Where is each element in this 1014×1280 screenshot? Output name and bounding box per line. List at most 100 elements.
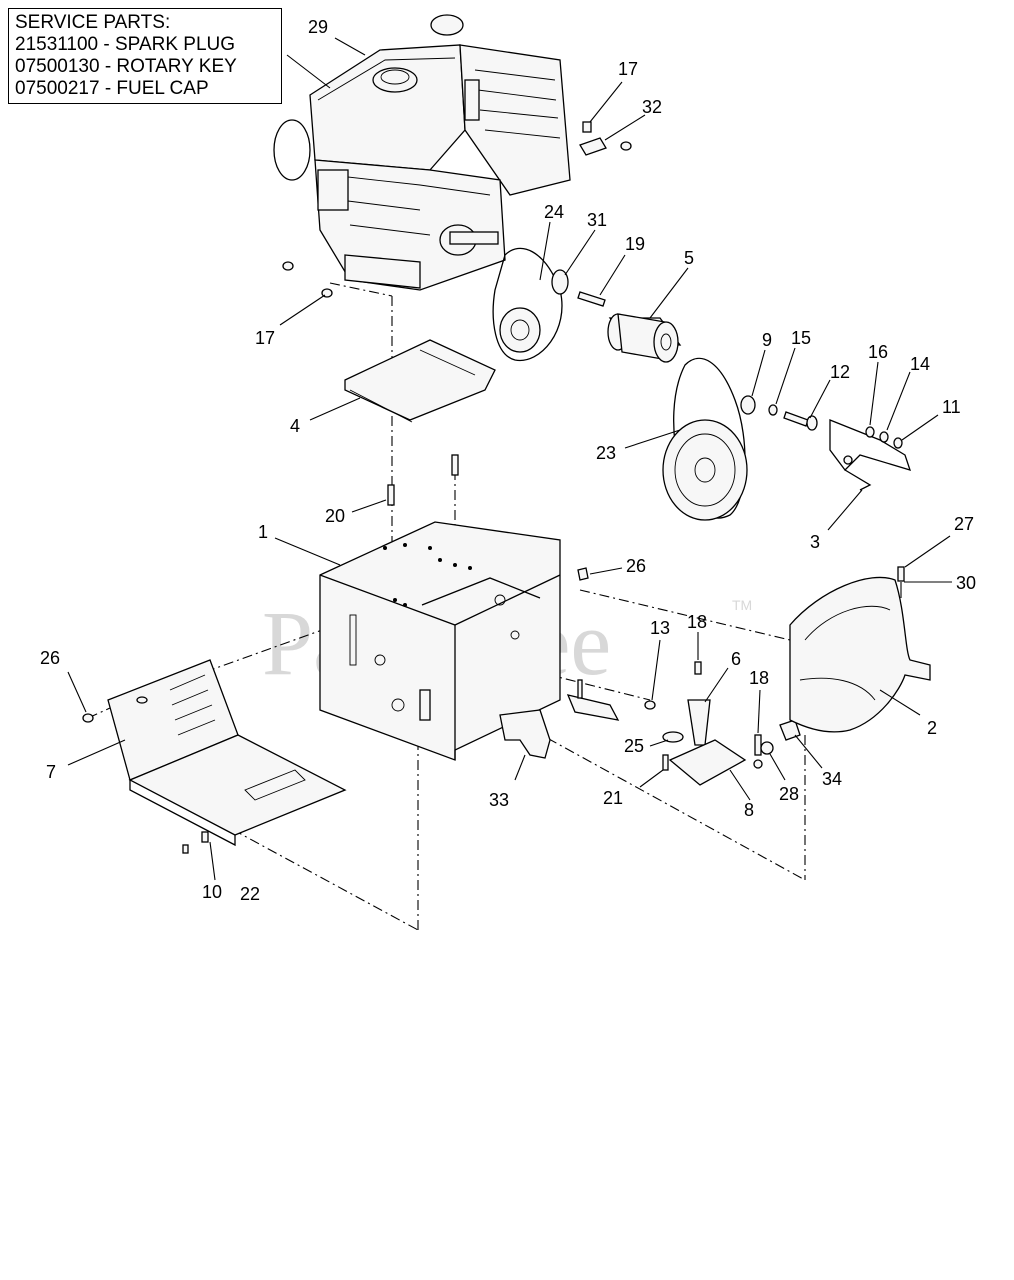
nut-32 — [620, 141, 632, 151]
frame-1-inner — [421, 577, 541, 606]
callout-11: 11 — [942, 397, 961, 417]
bolt-10 — [182, 844, 189, 854]
leader-7 — [67, 739, 126, 766]
bolt-13 — [644, 700, 656, 710]
housing-2-lower-curve — [799, 677, 876, 701]
bolt-20-left — [387, 484, 395, 506]
callout-20: 20 — [325, 506, 345, 526]
frame-hole — [393, 598, 397, 602]
callout-16: 16 — [868, 342, 888, 362]
callout-24: 24 — [544, 202, 564, 222]
idler-arm-assembly — [662, 661, 747, 786]
bracket-3-hole — [843, 455, 853, 465]
callout-leaders — [67, 37, 952, 881]
leader-8 — [729, 769, 751, 801]
callout-29: 29 — [308, 17, 328, 37]
frame-hole — [391, 698, 405, 712]
cover-7-side — [129, 780, 236, 847]
callout-18-lower: 18 — [749, 668, 769, 688]
callout-4: 4 — [290, 416, 300, 436]
engine-ignition — [317, 169, 349, 211]
callout-33: 33 — [489, 790, 509, 810]
leader-20 — [351, 499, 387, 513]
callout-9: 9 — [762, 330, 772, 350]
screw-26-left — [82, 713, 94, 723]
leader-15 — [775, 347, 796, 405]
callout-23: 23 — [596, 443, 616, 463]
callout-21: 21 — [603, 788, 623, 808]
service-part-rotary-key: 07500130 - ROTARY KEY — [15, 56, 237, 77]
leader-9 — [751, 349, 766, 397]
frame-hole — [510, 630, 520, 640]
callout-12: 12 — [830, 362, 850, 382]
belt-24 — [492, 247, 563, 362]
leader-2 — [879, 689, 921, 716]
housing-2-curve — [804, 605, 891, 641]
watermark-tm: TM — [732, 597, 752, 613]
engine-primer — [464, 79, 480, 121]
bolt-17-upper — [582, 121, 592, 133]
bolt-18-lower — [754, 734, 762, 756]
leader-22 — [209, 841, 216, 881]
callout-31: 31 — [587, 210, 607, 230]
callout-3: 3 — [810, 532, 820, 552]
bolt-18-upper — [694, 661, 702, 675]
engine-crankshaft — [449, 231, 499, 245]
cover-7 — [107, 659, 347, 847]
washer-16 — [865, 426, 875, 438]
leader-11 — [901, 414, 939, 441]
leader-34 — [794, 734, 823, 769]
bracket-32 — [579, 137, 607, 156]
callout-19: 19 — [625, 234, 645, 254]
callout-6: 6 — [731, 649, 741, 669]
pin-26-frame — [577, 567, 589, 581]
washer-15 — [768, 404, 778, 416]
nut-28 — [760, 741, 774, 755]
pulley-23-hub — [694, 457, 716, 483]
belt-23-assembly — [662, 357, 748, 521]
leader-12 — [809, 379, 831, 419]
clip-22 — [201, 831, 209, 843]
leader-19 — [599, 254, 626, 296]
frame-hole — [494, 594, 506, 606]
bolt-12-head — [806, 415, 818, 431]
service-part-spark-plug: 21531100 - SPARK PLUG — [15, 34, 236, 55]
leader-33 — [514, 754, 526, 781]
leader-17b — [279, 294, 326, 326]
service-part-fuel-cap: 07500217 - FUEL CAP — [15, 78, 209, 99]
centerline-pivot — [429, 644, 651, 701]
callout-17-upper: 17 — [618, 59, 638, 79]
nut-11 — [893, 437, 903, 449]
callout-26-frame: 26 — [626, 556, 646, 576]
centerline-cover-top — [204, 629, 323, 673]
frame-hole — [374, 654, 386, 666]
plate-13 — [566, 694, 620, 721]
plate-13-post — [577, 679, 583, 699]
washer-18 — [753, 759, 763, 769]
housing-2 — [789, 576, 931, 733]
callout-22: 22 — [240, 884, 260, 904]
cover-7-hole — [136, 696, 148, 704]
engine-filler-neck — [430, 14, 464, 36]
engine-fuel-tank — [309, 44, 466, 171]
frame-hole — [428, 546, 432, 550]
spacer-9 — [740, 395, 756, 415]
leader-service-box — [286, 54, 331, 89]
leader-24 — [539, 221, 551, 281]
leader-29 — [334, 37, 366, 56]
engine-block-details — [329, 174, 491, 236]
leader-5 — [649, 267, 689, 319]
callout-7: 7 — [46, 762, 56, 782]
leader-32 — [604, 114, 646, 141]
engine-shroud — [459, 44, 571, 196]
pulley-23-ring — [674, 433, 736, 507]
centerline-cover-bottom — [214, 819, 419, 931]
leader-23 — [624, 429, 681, 449]
pulley-24-hub — [510, 319, 530, 341]
callout-34: 34 — [822, 769, 842, 789]
pulley-5 — [607, 313, 682, 363]
engine-shroud-vents — [474, 69, 561, 139]
leader-13 — [651, 639, 661, 701]
callout-25: 25 — [624, 736, 644, 756]
callout-28: 28 — [779, 784, 799, 804]
